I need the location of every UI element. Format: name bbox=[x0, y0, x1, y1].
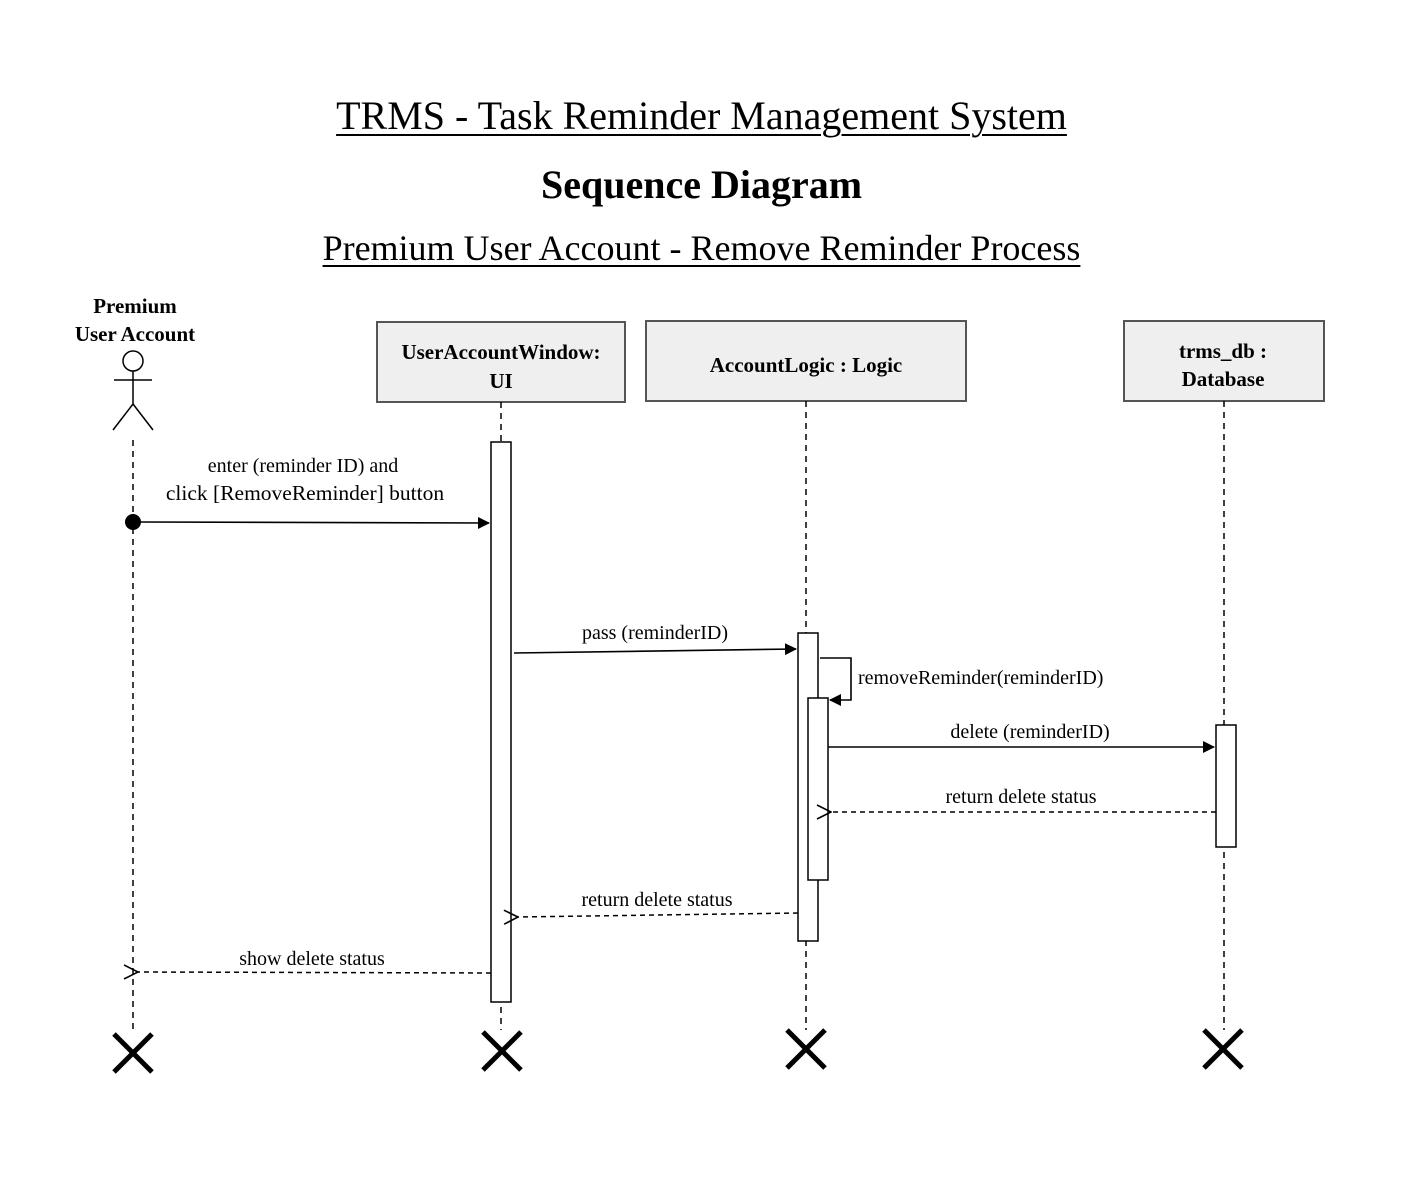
message-7-label: show delete status bbox=[239, 948, 385, 970]
destroy-actor-icon bbox=[112, 1032, 154, 1074]
message-2-label: pass (reminderID) bbox=[582, 622, 728, 644]
participant-database: trms_db : Database bbox=[1123, 320, 1325, 402]
message-1-label-line1: enter (reminder ID) and bbox=[208, 455, 398, 477]
message-return-db-status: return delete status bbox=[831, 786, 1216, 812]
message-remove-reminder-self: removeReminder(reminderID) bbox=[820, 657, 1103, 706]
participant-database-label-line2: Database bbox=[1182, 367, 1265, 391]
activation-database bbox=[1215, 724, 1237, 848]
participant-ui-label-line1: UserAccountWindow: bbox=[401, 340, 600, 364]
actor-label-line1: Premium bbox=[93, 294, 177, 318]
destroy-logic-icon bbox=[785, 1028, 827, 1070]
destroy-database-icon bbox=[1202, 1028, 1244, 1070]
actor-label-line2: User Account bbox=[75, 322, 195, 346]
participant-logic-box bbox=[645, 320, 967, 402]
participant-ui-label-line2: UI bbox=[489, 369, 512, 393]
activation-ui bbox=[490, 441, 512, 1003]
participant-ui: UserAccountWindow: UI bbox=[376, 321, 626, 403]
message-1-label-line2: click [RemoveReminder] button bbox=[166, 481, 444, 505]
message-5-label: return delete status bbox=[945, 786, 1096, 808]
found-message-dot bbox=[125, 514, 141, 530]
message-4-label: delete (reminderID) bbox=[950, 721, 1109, 743]
stick-figure-icon bbox=[112, 350, 154, 431]
process-title: Premium User Account - Remove Reminder P… bbox=[322, 228, 1081, 268]
actor-premium-user: Premium User Account bbox=[75, 294, 195, 431]
participant-ui-box bbox=[376, 321, 626, 403]
message-return-logic-status: return delete status bbox=[518, 889, 799, 917]
diagram-subtitle: Sequence Diagram bbox=[540, 162, 863, 207]
participant-logic: AccountLogic : Logic bbox=[645, 320, 967, 402]
message-6-label: return delete status bbox=[581, 889, 732, 911]
destroy-ui-icon bbox=[481, 1030, 523, 1072]
message-pass-reminder: pass (reminderID) bbox=[513, 622, 797, 656]
message-3-label: removeReminder(reminderID) bbox=[858, 667, 1103, 689]
message-show-status: show delete status bbox=[138, 948, 492, 973]
participant-logic-label: AccountLogic : Logic bbox=[710, 353, 902, 377]
message-delete-reminder: delete (reminderID) bbox=[828, 721, 1215, 753]
participant-database-box bbox=[1123, 320, 1325, 402]
message-enter-reminder: enter (reminder ID) and click [RemoveRem… bbox=[125, 455, 490, 530]
diagram-title: TRMS - Task Reminder Management System bbox=[336, 93, 1067, 138]
activation-logic-nested bbox=[807, 697, 829, 881]
participant-database-label-line1: trms_db : bbox=[1179, 339, 1267, 363]
